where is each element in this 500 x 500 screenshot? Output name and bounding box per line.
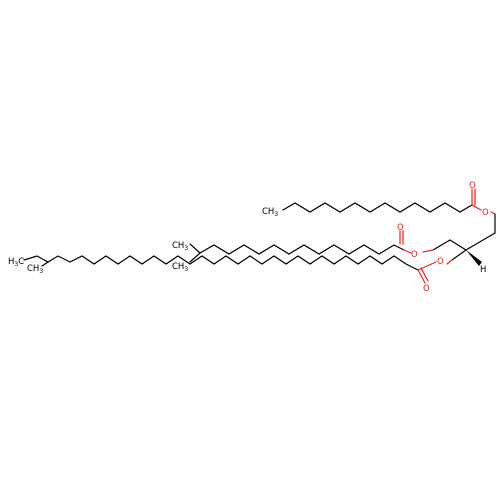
ch3-iso-a-label: CH3 (172, 241, 188, 252)
atom-labels: CH3 O O CH3 CH3 O O O O H H3C CH3 (8, 181, 489, 294)
stereo-wedge (466, 250, 482, 266)
stereo-h-label: H (480, 265, 486, 275)
ch3-top-label: CH3 (262, 207, 278, 218)
ch3-anteiso-branch-label: CH3 (27, 264, 43, 275)
chain-middle-acyl (189, 230, 412, 263)
ester-o-sn2: O (437, 257, 444, 267)
ester-o-top: O (482, 208, 489, 218)
ester-o-middle: O (411, 250, 418, 260)
carbonyl-o-bottom: O (423, 284, 430, 294)
carbonyl-o-top: O (469, 181, 476, 191)
ch3-iso-b-label: CH3 (172, 262, 188, 273)
glycerol-backbone (422, 211, 496, 266)
chain-bottom-acyl (23, 255, 437, 284)
carbonyl-o-middle: O (397, 223, 404, 233)
h3c-anteiso-label: H3C (8, 257, 24, 268)
chain-top-acyl (282, 188, 482, 213)
